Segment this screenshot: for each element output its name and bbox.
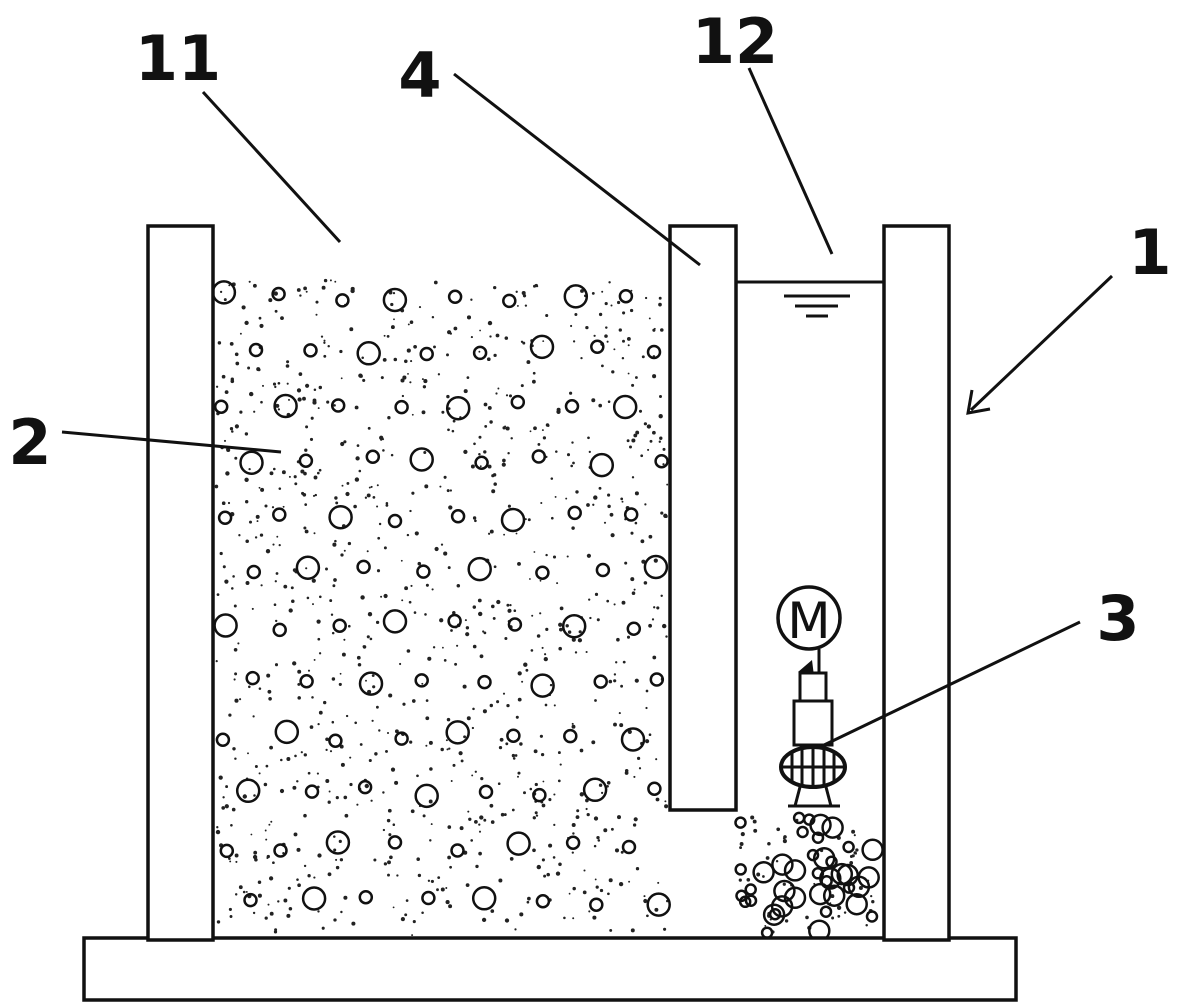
leader-4 [453,72,701,267]
tank-structure [82,224,1018,1002]
pump-impeller [779,745,847,789]
pump-housing [792,699,834,747]
label-right-chamber: 12 [692,5,778,78]
pump-assembly: M [776,585,847,808]
motor-icon: M [776,585,842,651]
leader-3 [821,620,1081,748]
label-medium: 2 [8,406,51,479]
leader-11 [201,90,342,244]
partition-wall [668,224,738,812]
leader-1 [969,274,1114,412]
label-partition: 4 [398,39,441,112]
reference-labels: 11 4 12 1 2 3 [8,5,1171,655]
tank-right-wall [882,224,951,942]
label-pump: 3 [1096,582,1139,655]
label-left-chamber: 11 [135,22,221,95]
tank-base [82,936,1018,1002]
tank-left-wall [146,224,215,942]
motor-symbol: M [787,592,830,650]
porous-medium-fill [211,278,884,942]
arrow-icon-tank [966,389,991,415]
label-tank: 1 [1128,216,1171,289]
leader-12 [747,67,834,255]
water-level-icon [784,294,850,318]
pump-cap [798,671,828,705]
leader-lines [61,67,1114,748]
leader-2 [61,430,282,454]
